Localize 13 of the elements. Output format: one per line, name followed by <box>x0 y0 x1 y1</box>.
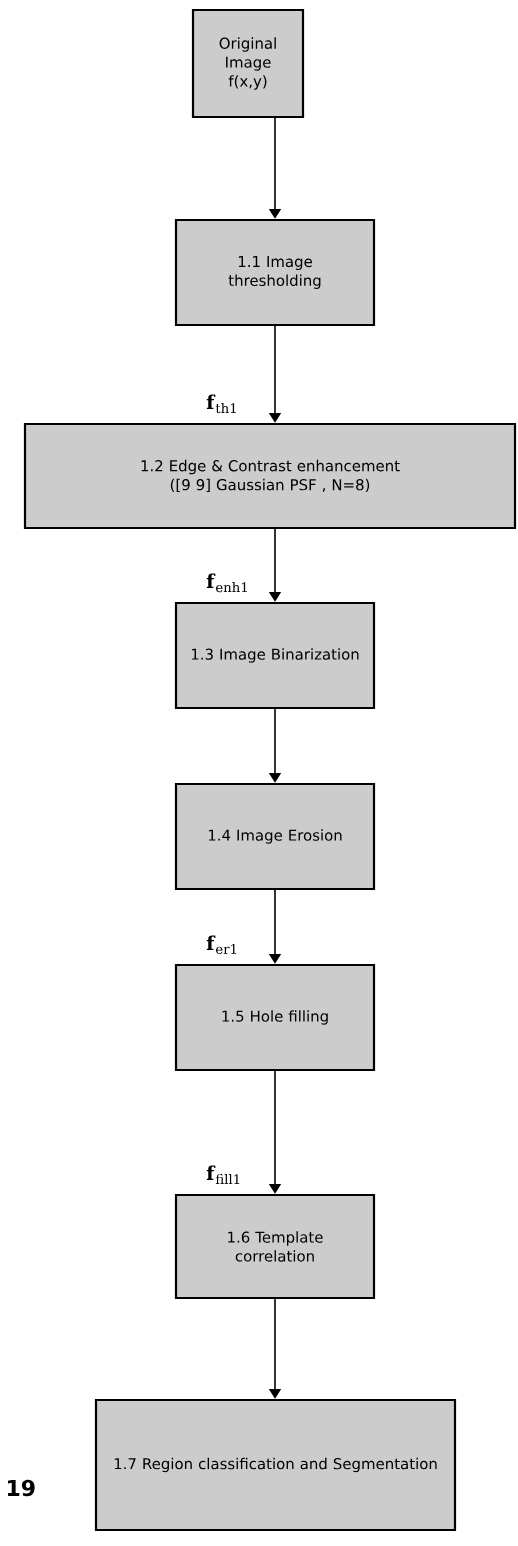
process-box: 1.3 Image Binarization <box>174 601 376 710</box>
process-box: 1.4 Image Erosion <box>174 782 376 891</box>
edge-label: f$_{er1}$ <box>206 935 237 954</box>
edge-label: f$_{enh1}$ <box>206 573 247 593</box>
process-box: 1.7 Region classification and Segmentation <box>94 1398 457 1532</box>
process-box: Original Image f(x,y) <box>191 8 305 119</box>
process-box: 1.2 Edge & Contrast enhancement ([9 9] Gaussian PSF , N=8) <box>23 422 517 530</box>
process-box: 1.6 Template correlation <box>174 1193 376 1300</box>
process-box: 1.5 Hole filling <box>174 963 376 1072</box>
page-number: 19 <box>8 1479 35 1497</box>
edge-label: f$_{th1}$ <box>206 394 236 414</box>
edge-label: f$_{fill1}$ <box>206 1165 240 1185</box>
process-box: 1.1 Image thresholding <box>174 218 376 327</box>
